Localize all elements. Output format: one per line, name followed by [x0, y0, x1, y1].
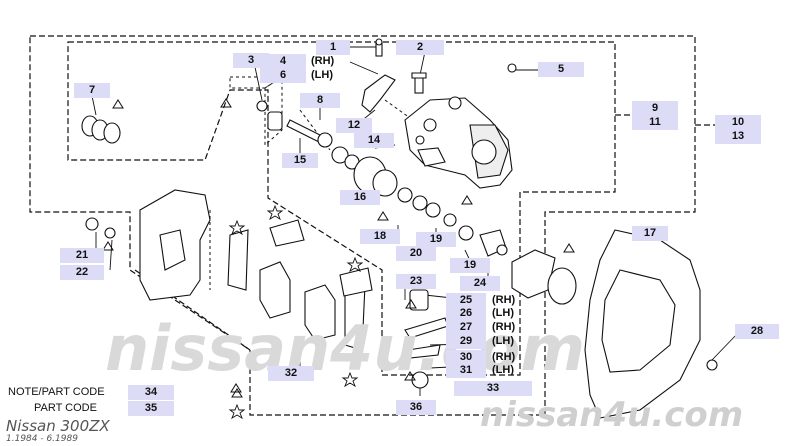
callout-18: 18: [360, 229, 400, 244]
callout-13: 13: [715, 129, 761, 144]
callout-10: 10: [715, 115, 761, 130]
callout-6: 6: [260, 68, 306, 83]
callout-22: 22: [60, 265, 104, 280]
callout-29: 29: [446, 334, 486, 349]
model-years: 1.1984 - 6.1989: [6, 434, 78, 444]
callout-11: 11: [632, 115, 678, 130]
watermark-small: nissan4u.com: [480, 395, 744, 435]
callout-30: 30: [446, 350, 486, 365]
callout-7: 7: [74, 83, 110, 98]
callout-25: 25: [446, 293, 486, 308]
callout-17: 17: [632, 226, 668, 241]
callout-14: 14: [354, 133, 394, 148]
callout-19-a: 19: [416, 232, 456, 247]
watermark-large: nissan4u.com: [105, 312, 585, 385]
callout-33: 33: [454, 381, 532, 396]
callout-28: 28: [735, 324, 779, 339]
callout-21: 21: [60, 248, 104, 263]
model-name: Nissan 300ZX: [6, 417, 110, 435]
callout-36: 36: [396, 400, 436, 415]
suffix-29-lh: (LH): [492, 335, 514, 347]
callout-8: 8: [300, 93, 340, 108]
suffix-6-lh: (LH): [311, 69, 333, 81]
callout-23: 23: [396, 274, 436, 289]
note-triangle-marker: [231, 388, 243, 398]
callout-34: 34: [128, 385, 174, 400]
callout-20: 20: [396, 246, 436, 261]
callout-26: 26: [446, 306, 486, 321]
suffix-30-rh: (RH): [492, 351, 516, 363]
callout-27: 27: [446, 320, 486, 335]
callout-24: 24: [460, 276, 500, 291]
part-code-label: PART CODE: [34, 402, 97, 414]
callout-32: 32: [268, 366, 314, 381]
callout-35: 35: [128, 401, 174, 416]
suffix-4-rh: (RH): [311, 55, 335, 67]
callout-5: 5: [538, 62, 584, 77]
callout-4: 4: [260, 54, 306, 69]
callout-9: 9: [632, 101, 678, 116]
callout-16: 16: [340, 190, 380, 205]
note-part-code-label: NOTE/PART CODE: [8, 386, 105, 398]
callout-12: 12: [336, 118, 372, 133]
callout-15: 15: [282, 153, 318, 168]
callout-2: 2: [396, 40, 444, 55]
callout-1: 1: [316, 40, 350, 55]
callout-31: 31: [446, 363, 486, 378]
callout-19-b: 19: [450, 258, 490, 273]
suffix-26-lh: (LH): [492, 307, 514, 319]
suffix-31-lh: (LH): [492, 364, 514, 376]
suffix-25-rh: (RH): [492, 294, 516, 306]
suffix-27-rh: (RH): [492, 321, 516, 333]
